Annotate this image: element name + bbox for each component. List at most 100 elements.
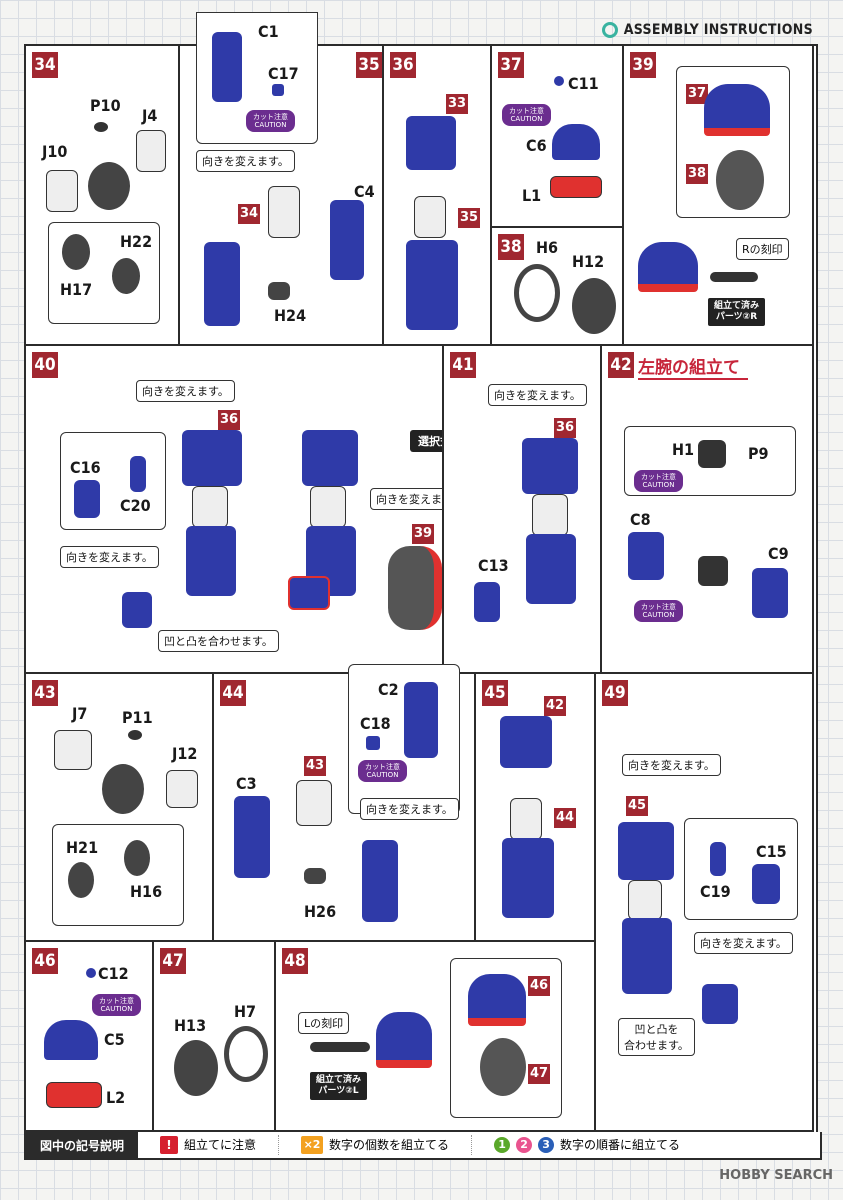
step-reference: 43 [304,756,326,776]
legend-bar: 図中の記号説明 ! 組立てに注意 ×2 数字の個数を組立てる 1 2 3 数字の… [24,1132,822,1160]
direction-note: 向きを変えます。 [196,150,295,172]
step-34-panel: 34 P10 J4 J10 H22 H17 [24,44,180,346]
alignment-note: 凹と凸を合わせます。 [158,630,279,652]
part-label: C4 [354,182,375,201]
part-label: L2 [106,1088,126,1107]
part-shape [204,242,240,326]
section-title: 左腕の組立て [638,353,748,380]
part-shape [628,532,664,580]
direction-note: 向きを変えます。 [622,754,721,776]
step-number: 41 [450,352,476,378]
step-number: 48 [282,948,308,974]
step-number: 39 [630,52,656,78]
part-shape [468,974,526,1026]
legend-item: ×2 数字の個数を組立てる [301,1134,473,1156]
step-reference: 38 [686,164,708,184]
legend-text: 組立てに注意 [184,1138,257,1153]
part-shape [406,240,458,330]
part-shape [182,430,242,486]
part-shape [74,480,100,518]
part-shape [304,868,326,884]
part-shape [174,1040,218,1096]
part-label: H26 [304,902,337,921]
part-shape [330,200,364,280]
step-number: 43 [32,680,58,706]
part-label: C1 [258,22,279,41]
part-label: H7 [234,1002,257,1021]
part-shape [272,84,284,96]
step-45-panel: 45 42 44 [474,672,596,942]
part-label: C9 [768,544,789,563]
part-label: H6 [536,238,559,257]
part-shape [302,430,358,486]
direction-note: 向きを変えます。 [694,932,793,954]
step-number: 37 [498,52,524,78]
step-number: 42 [608,352,634,378]
multiply-icon: ×2 [301,1135,324,1154]
part-label: H13 [174,1016,207,1035]
direction-note: 向きを変えます。 [360,798,459,820]
part-shape [622,918,672,994]
part-shape [698,440,726,468]
part-shape [46,1082,102,1108]
step-43-panel: 43 J7 P11 J12 H21 H16 [24,672,214,942]
part-shape [500,716,552,768]
part-label: P9 [748,444,769,463]
step-number: 34 [32,52,58,78]
part-shape [268,282,290,300]
alignment-note: 凹と凸を合わせます。 [618,1018,695,1056]
part-shape [130,456,146,492]
part-shape [406,116,456,170]
part-shape [192,486,228,528]
part-shape [88,162,130,210]
part-shape [54,730,92,770]
target-icon [601,22,618,38]
part-label: H12 [572,252,605,271]
step-number: 38 [498,234,524,260]
legend-text: 数字の個数を組立てる [329,1138,450,1153]
part-shape [550,176,602,198]
page-header: ASSEMBLY INSTRUCTIONS [601,18,813,42]
part-shape [554,76,564,86]
part-shape [310,1042,370,1052]
step-36-panel: 36 33 35 [382,44,492,346]
step-reference: 35 [458,208,480,228]
part-label: L1 [522,186,542,205]
step-reference: 34 [238,204,260,224]
part-shape [212,32,242,102]
caution-icon: ! [160,1135,179,1154]
part-shape [44,1020,98,1060]
step-reference: 33 [446,94,468,114]
part-shape [268,186,300,238]
part-shape [638,242,698,292]
number-1-icon: 1 [494,1136,511,1153]
direction-note: 向きを変えます。 [136,380,235,402]
number-3-icon: 3 [538,1136,555,1153]
part-shape [752,568,788,618]
part-shape [122,592,152,628]
part-shape [628,880,662,920]
part-label: C2 [378,680,399,699]
part-shape [414,196,446,238]
step-reference: 46 [528,976,550,996]
part-label: H17 [60,280,93,299]
part-shape [710,272,758,282]
part-label: J7 [72,704,88,723]
part-shape [716,150,764,210]
step-number: 35 [356,52,382,78]
step-number: 40 [32,352,58,378]
part-label: C12 [98,964,129,983]
step-reference: 45 [626,796,648,816]
part-shape [68,862,94,898]
part-label: C20 [120,496,151,515]
part-shape [698,556,728,586]
part-shape [532,494,568,536]
